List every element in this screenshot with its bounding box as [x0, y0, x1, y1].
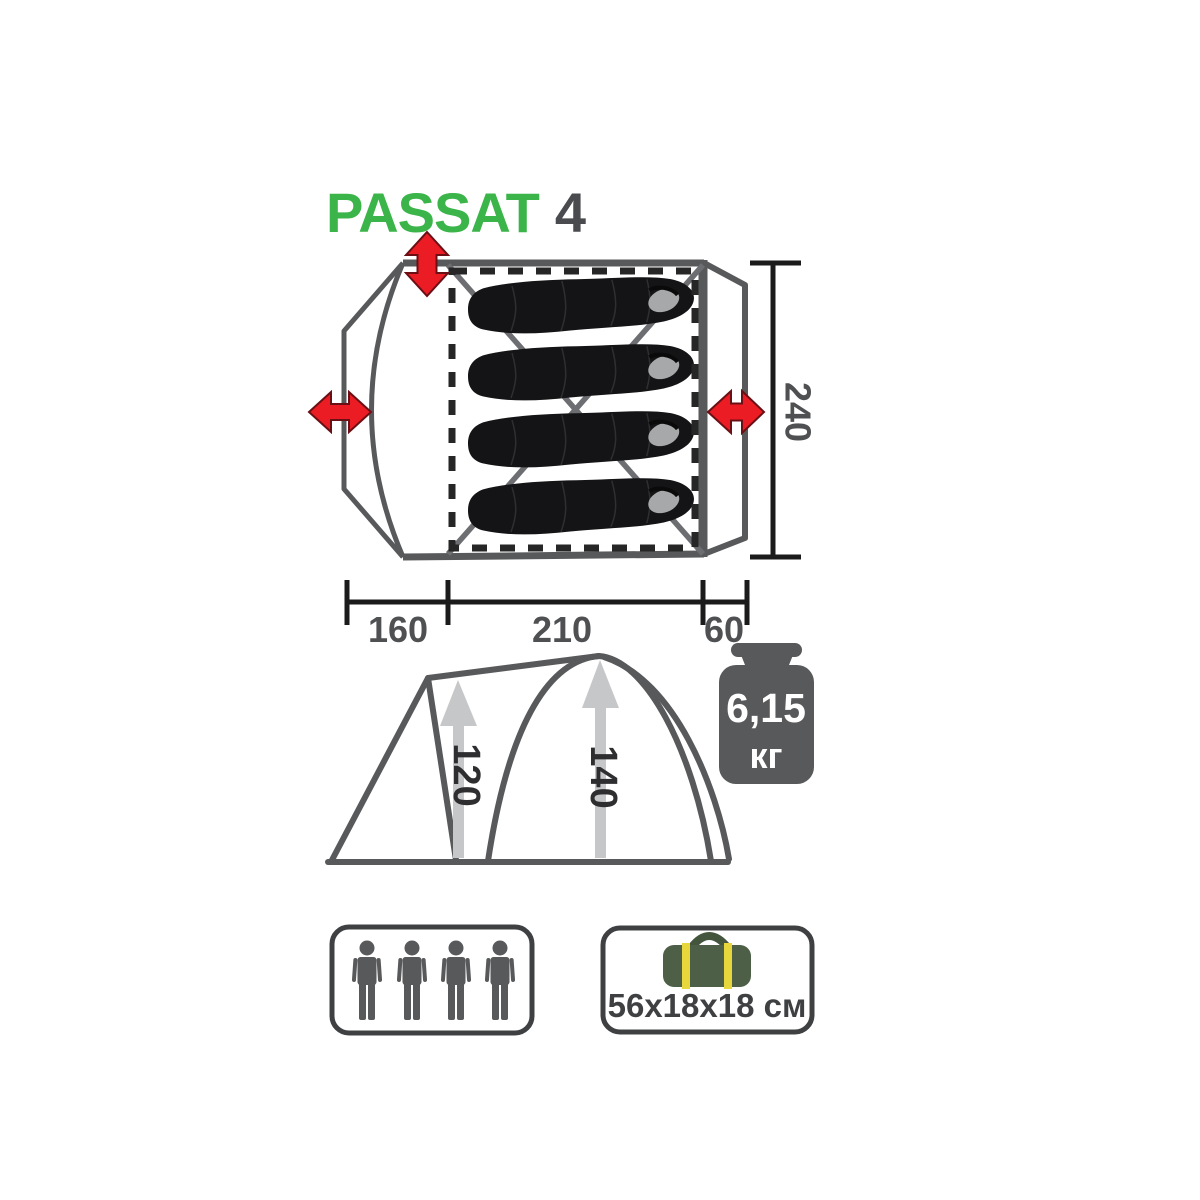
height-label-inner: 120 — [445, 743, 487, 806]
sleeping-bag-icon — [464, 338, 698, 406]
entrance-arrow-left-icon — [307, 389, 373, 435]
sleeping-bag-icon — [464, 271, 698, 339]
flysheet-edge — [601, 654, 732, 862]
height-label-outer: 140 — [582, 745, 624, 808]
height-arrow-inner-icon — [440, 680, 477, 858]
height-arrow-outer-icon — [582, 660, 619, 858]
entrance-arrow-right-icon — [706, 388, 766, 436]
ridge-line — [425, 653, 602, 681]
inner-tent-front-curve — [369, 262, 406, 558]
capacity-badge — [329, 924, 535, 1036]
weight-unit: кг — [749, 735, 782, 776]
weight-value: 6,15 — [726, 685, 806, 731]
packed-size-label: 56x18x18 см — [608, 987, 807, 1024]
model-number: 4 — [554, 181, 586, 244]
dome-profile — [485, 653, 714, 864]
dimension-label-inner-length: 210 — [532, 609, 592, 650]
capacity-box-frame — [329, 924, 535, 1036]
duffel-bag-icon — [663, 932, 751, 989]
dimension-label-width: 240 — [777, 382, 818, 442]
packed-size-badge: 56x18x18 см — [600, 925, 815, 1035]
tent-bottom-edge — [402, 550, 705, 561]
width-dimension — [750, 260, 801, 560]
sleeping-bag-icon — [464, 472, 698, 540]
length-dimension — [344, 580, 750, 625]
sleeping-bag-icon — [464, 405, 698, 473]
inner-tent-dashed-outline — [448, 267, 699, 552]
tent-side-view: 120 140 — [325, 653, 732, 865]
weight-badge: 6,15 кг — [719, 643, 814, 784]
vent-arrow-up-down-icon — [403, 230, 451, 298]
brand-name: PASSAT — [326, 181, 540, 244]
tent-top-view: 240 160 210 60 — [307, 230, 818, 650]
vestibule-profile — [329, 675, 459, 863]
kettlebell-weight-icon — [719, 643, 814, 784]
dimension-label-vestibule: 160 — [368, 609, 428, 650]
